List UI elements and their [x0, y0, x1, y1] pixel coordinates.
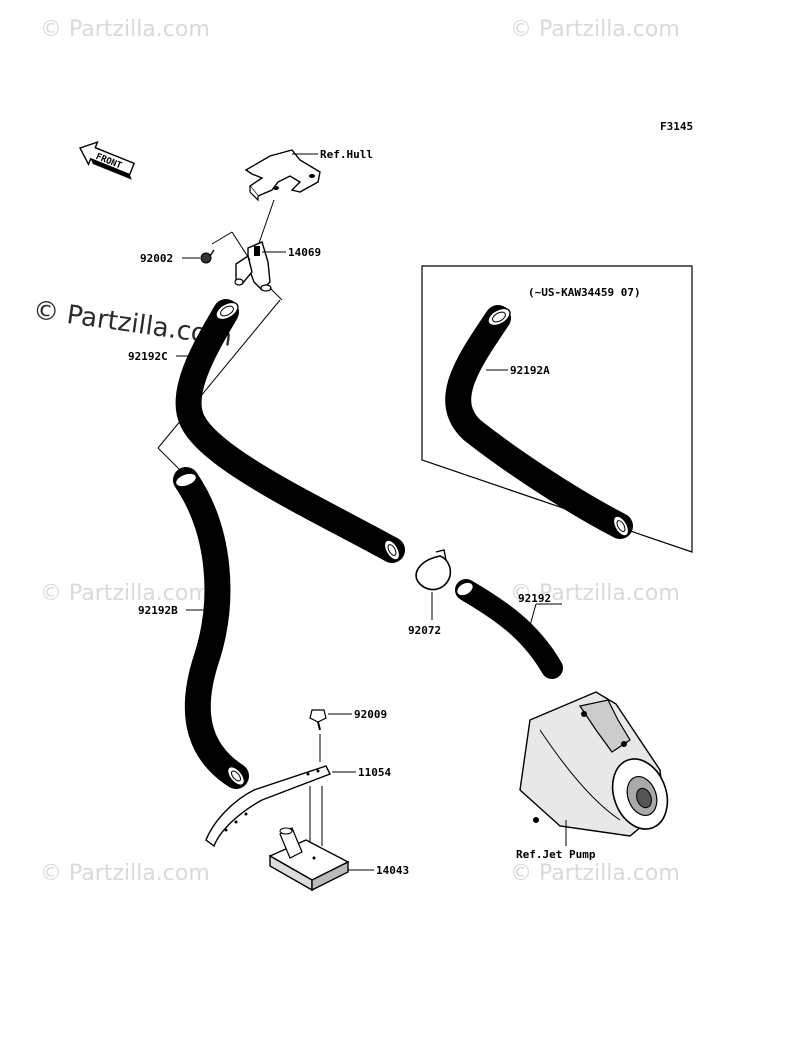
variant-box	[421, 265, 693, 553]
label-92192c: 92192C	[128, 350, 168, 363]
label-14069: 14069	[288, 246, 321, 259]
jet-pump	[519, 691, 669, 837]
label-14043: 14043	[376, 864, 409, 877]
screw-92009	[309, 709, 327, 731]
label-92002: 92002	[140, 252, 173, 265]
label-ref-jet-pump: Ref.Jet Pump	[516, 848, 596, 861]
label-92192a: 92192A	[510, 364, 550, 377]
label-92072: 92072	[408, 624, 441, 637]
watermark: © Partzilla.com	[40, 17, 210, 42]
watermark: © Partzilla.com	[510, 581, 680, 606]
hull-bracket	[244, 149, 321, 202]
label-92192b: 92192B	[138, 604, 178, 617]
label-ref-hull: Ref.Hull	[320, 148, 373, 161]
label-11054: 11054	[358, 766, 391, 779]
watermark: © Partzilla.com	[510, 17, 680, 42]
watermark: © Partzilla.com	[510, 861, 680, 886]
hose-92192	[455, 579, 563, 679]
bolt-92002	[200, 249, 215, 264]
label-92009: 92009	[354, 708, 387, 721]
figure-code: F3145	[660, 120, 693, 133]
front-arrow-icon: FRONT	[79, 140, 136, 180]
filter-14043	[268, 827, 350, 892]
strap-11054	[205, 765, 331, 848]
clamp-92072	[415, 549, 452, 591]
variant-note: (~US-KAW34459 07)	[528, 286, 641, 299]
watermark: © Partzilla.com	[40, 861, 210, 886]
hose-92192b	[173, 467, 249, 789]
hose-92192c	[175, 299, 405, 563]
fitting-14069	[234, 241, 272, 292]
watermark: © Partzilla.com	[40, 581, 210, 606]
label-92192: 92192	[518, 592, 551, 605]
